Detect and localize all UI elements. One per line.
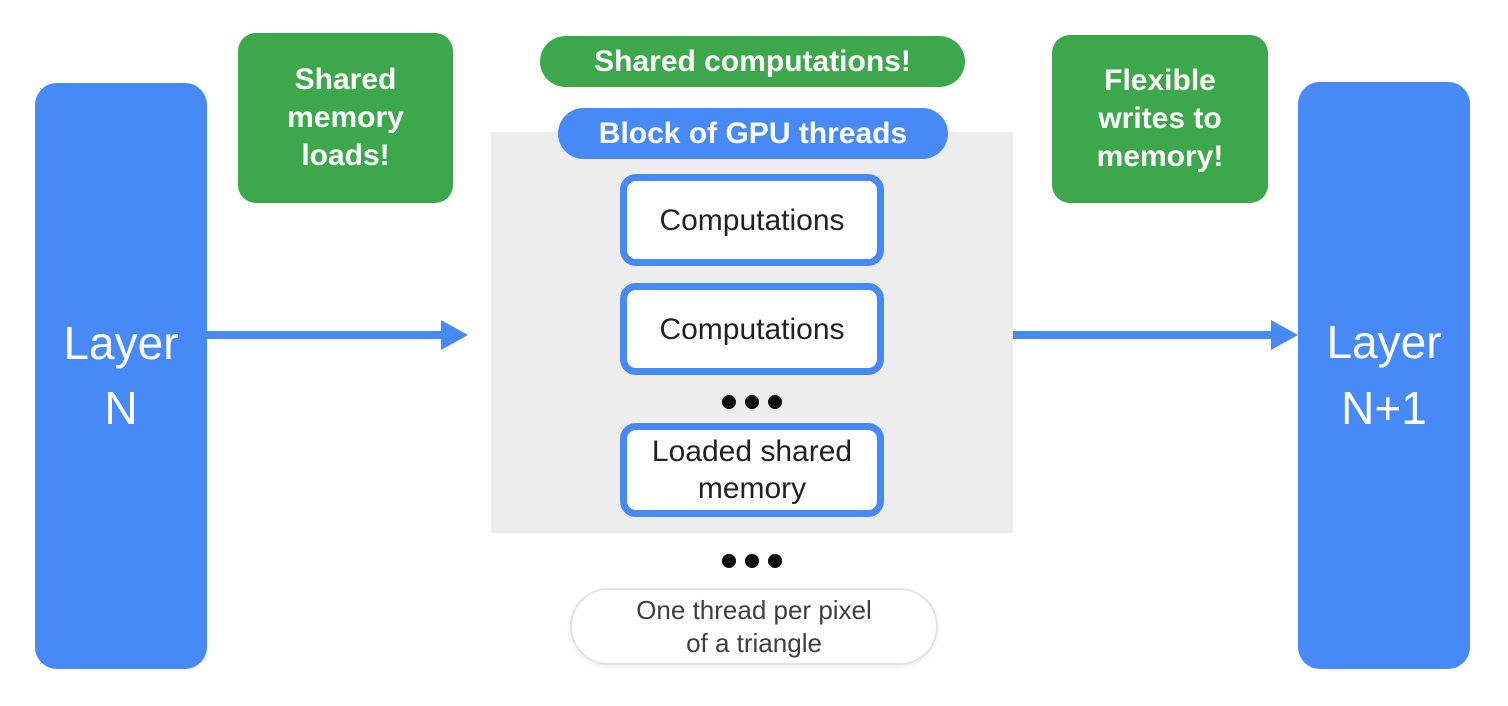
dot-icon: [768, 554, 782, 568]
callout-line: Shared: [294, 63, 397, 96]
computations-label: Computations: [659, 312, 845, 346]
ellipsis-dots-icon: [722, 395, 782, 409]
callout-line: writes to: [1098, 102, 1222, 135]
one-thread-per-pixel-note: One thread per pixel of a triangle: [570, 588, 938, 665]
block-of-gpu-threads-pill: Block of GPU threads: [558, 108, 948, 159]
layer-n-plus-1-box: Layer N+1: [1298, 82, 1470, 669]
computations-label: Computations: [659, 203, 845, 237]
arrow-block-to-layer-n-plus-1-icon: [1013, 320, 1298, 350]
dot-icon: [722, 554, 736, 568]
loaded-shared-memory-label: Loaded shared memory: [651, 435, 853, 505]
ellipsis-dots-icon: [722, 554, 782, 568]
note-line: One thread per pixel: [636, 594, 872, 625]
dot-icon: [745, 395, 759, 409]
arrow-shaft: [205, 331, 443, 339]
flexible-writes-callout: Flexible writes to memory!: [1052, 35, 1268, 203]
layer-n-label-line1: Layer: [63, 316, 179, 369]
dot-icon: [722, 395, 736, 409]
callout-line: memory: [287, 101, 404, 134]
arrow-head-icon: [441, 320, 468, 350]
note-line: of a triangle: [686, 627, 822, 658]
layer-n-box: Layer N: [35, 83, 207, 669]
block-of-gpu-threads-label: Block of GPU threads: [598, 116, 908, 150]
callout-line: loads!: [301, 139, 390, 172]
computations-box-2: Computations: [620, 283, 884, 375]
layer-n-plus-1-label-line2: N+1: [1341, 381, 1427, 434]
shared-computations-label: Shared computations!: [594, 44, 911, 78]
shared-computations-pill: Shared computations!: [540, 36, 965, 87]
layer-n-plus-1-label-line1: Layer: [1326, 316, 1442, 369]
layer-n-label-line2: N: [104, 382, 138, 434]
shared-memory-loads-callout: Shared memory loads!: [238, 33, 453, 203]
callout-line: Flexible: [1104, 64, 1216, 97]
arrow-shaft: [1013, 331, 1273, 339]
callout-line: memory!: [1096, 140, 1224, 173]
computations-box-1: Computations: [620, 174, 884, 266]
dot-icon: [768, 395, 782, 409]
arrow-head-icon: [1271, 320, 1298, 350]
arrow-layer-n-to-block-icon: [205, 320, 468, 350]
loaded-shared-memory-box: Loaded shared memory: [620, 423, 884, 517]
dot-icon: [745, 554, 759, 568]
